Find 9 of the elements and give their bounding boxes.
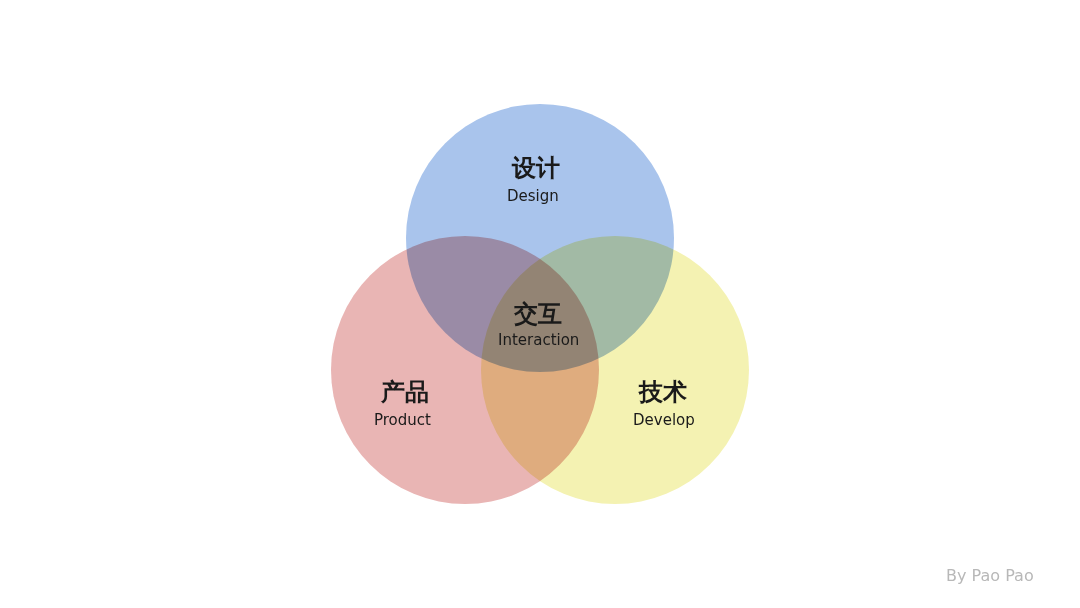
circle-subtitle: Develop — [633, 411, 695, 429]
credit-text: By Pao Pao — [946, 566, 1034, 585]
circle-title: 设计 — [512, 153, 560, 184]
circle-title: 技术 — [639, 377, 687, 408]
overlap-title: 交互 — [514, 299, 562, 330]
circle-title: 产品 — [381, 377, 429, 408]
circle-subtitle: Product — [374, 411, 431, 429]
overlap-subtitle: Interaction — [498, 331, 580, 349]
circle-subtitle: Design — [507, 187, 559, 205]
